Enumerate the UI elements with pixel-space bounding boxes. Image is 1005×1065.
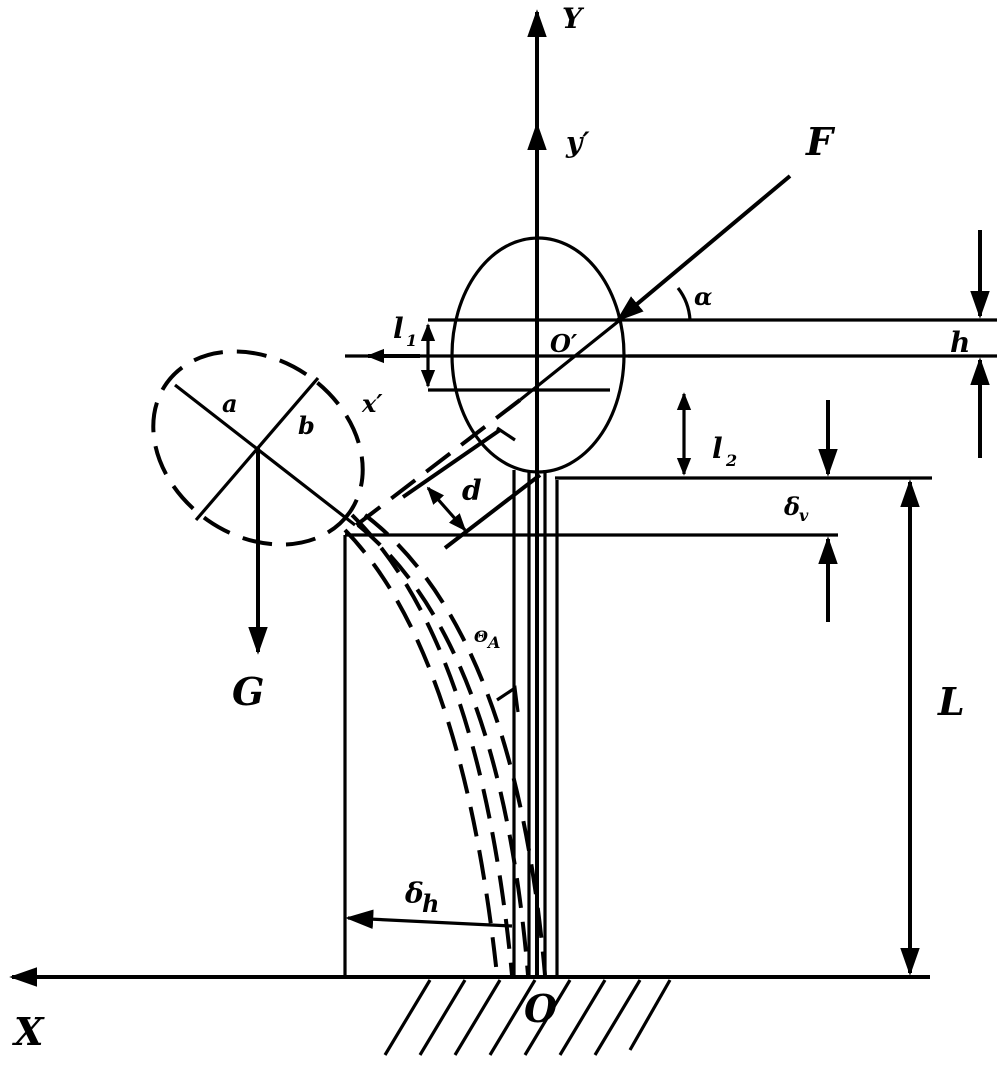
deflected-stem — [343, 513, 547, 976]
label-O: O — [524, 986, 557, 1031]
label-l2-sub: 2 — [725, 451, 737, 470]
label-O-prime: O′ — [550, 329, 578, 358]
label-theta-a: Θ — [474, 627, 488, 646]
upright-stem — [512, 470, 559, 975]
axis-a — [174, 383, 356, 527]
label-Y: Y — [562, 2, 585, 35]
label-L: L — [937, 679, 965, 724]
d-offset-line-lower — [443, 473, 542, 550]
d-tick — [496, 426, 516, 442]
label-x-prime: x′ — [361, 389, 383, 418]
label-l2: l — [712, 432, 723, 465]
label-y-prime: y′ — [565, 126, 590, 159]
alpha-arc — [676, 287, 692, 321]
force-f-arrow — [615, 174, 792, 322]
label-alpha: α — [694, 282, 712, 311]
delta-h-dimension-arrow — [345, 909, 513, 930]
label-X: X — [12, 1009, 45, 1054]
label-delta-h: δ — [404, 877, 424, 910]
label-l1: l — [393, 312, 404, 345]
label-G: G — [232, 669, 264, 714]
label-theta-a-sub: A — [486, 633, 500, 652]
label-b: b — [298, 411, 315, 440]
ground-hatching — [383, 979, 672, 1056]
label-l1-sub: 1 — [406, 331, 417, 350]
d-dimension-arrow — [426, 486, 467, 532]
label-delta-v: δ — [783, 492, 800, 521]
label-a: a — [222, 389, 238, 418]
deflection-diagonal-dashed — [348, 398, 522, 532]
label-F: F — [805, 119, 836, 164]
d-offset-line-upper — [401, 428, 502, 499]
head-diagonal — [519, 318, 621, 402]
label-delta-v-sub: v — [799, 506, 809, 525]
label-delta-h-sub: h — [422, 889, 439, 918]
label-h: h — [950, 326, 970, 359]
deflected-head-ellipse — [151, 349, 365, 547]
label-d: d — [462, 474, 482, 507]
theta-a-arc — [496, 685, 520, 713]
